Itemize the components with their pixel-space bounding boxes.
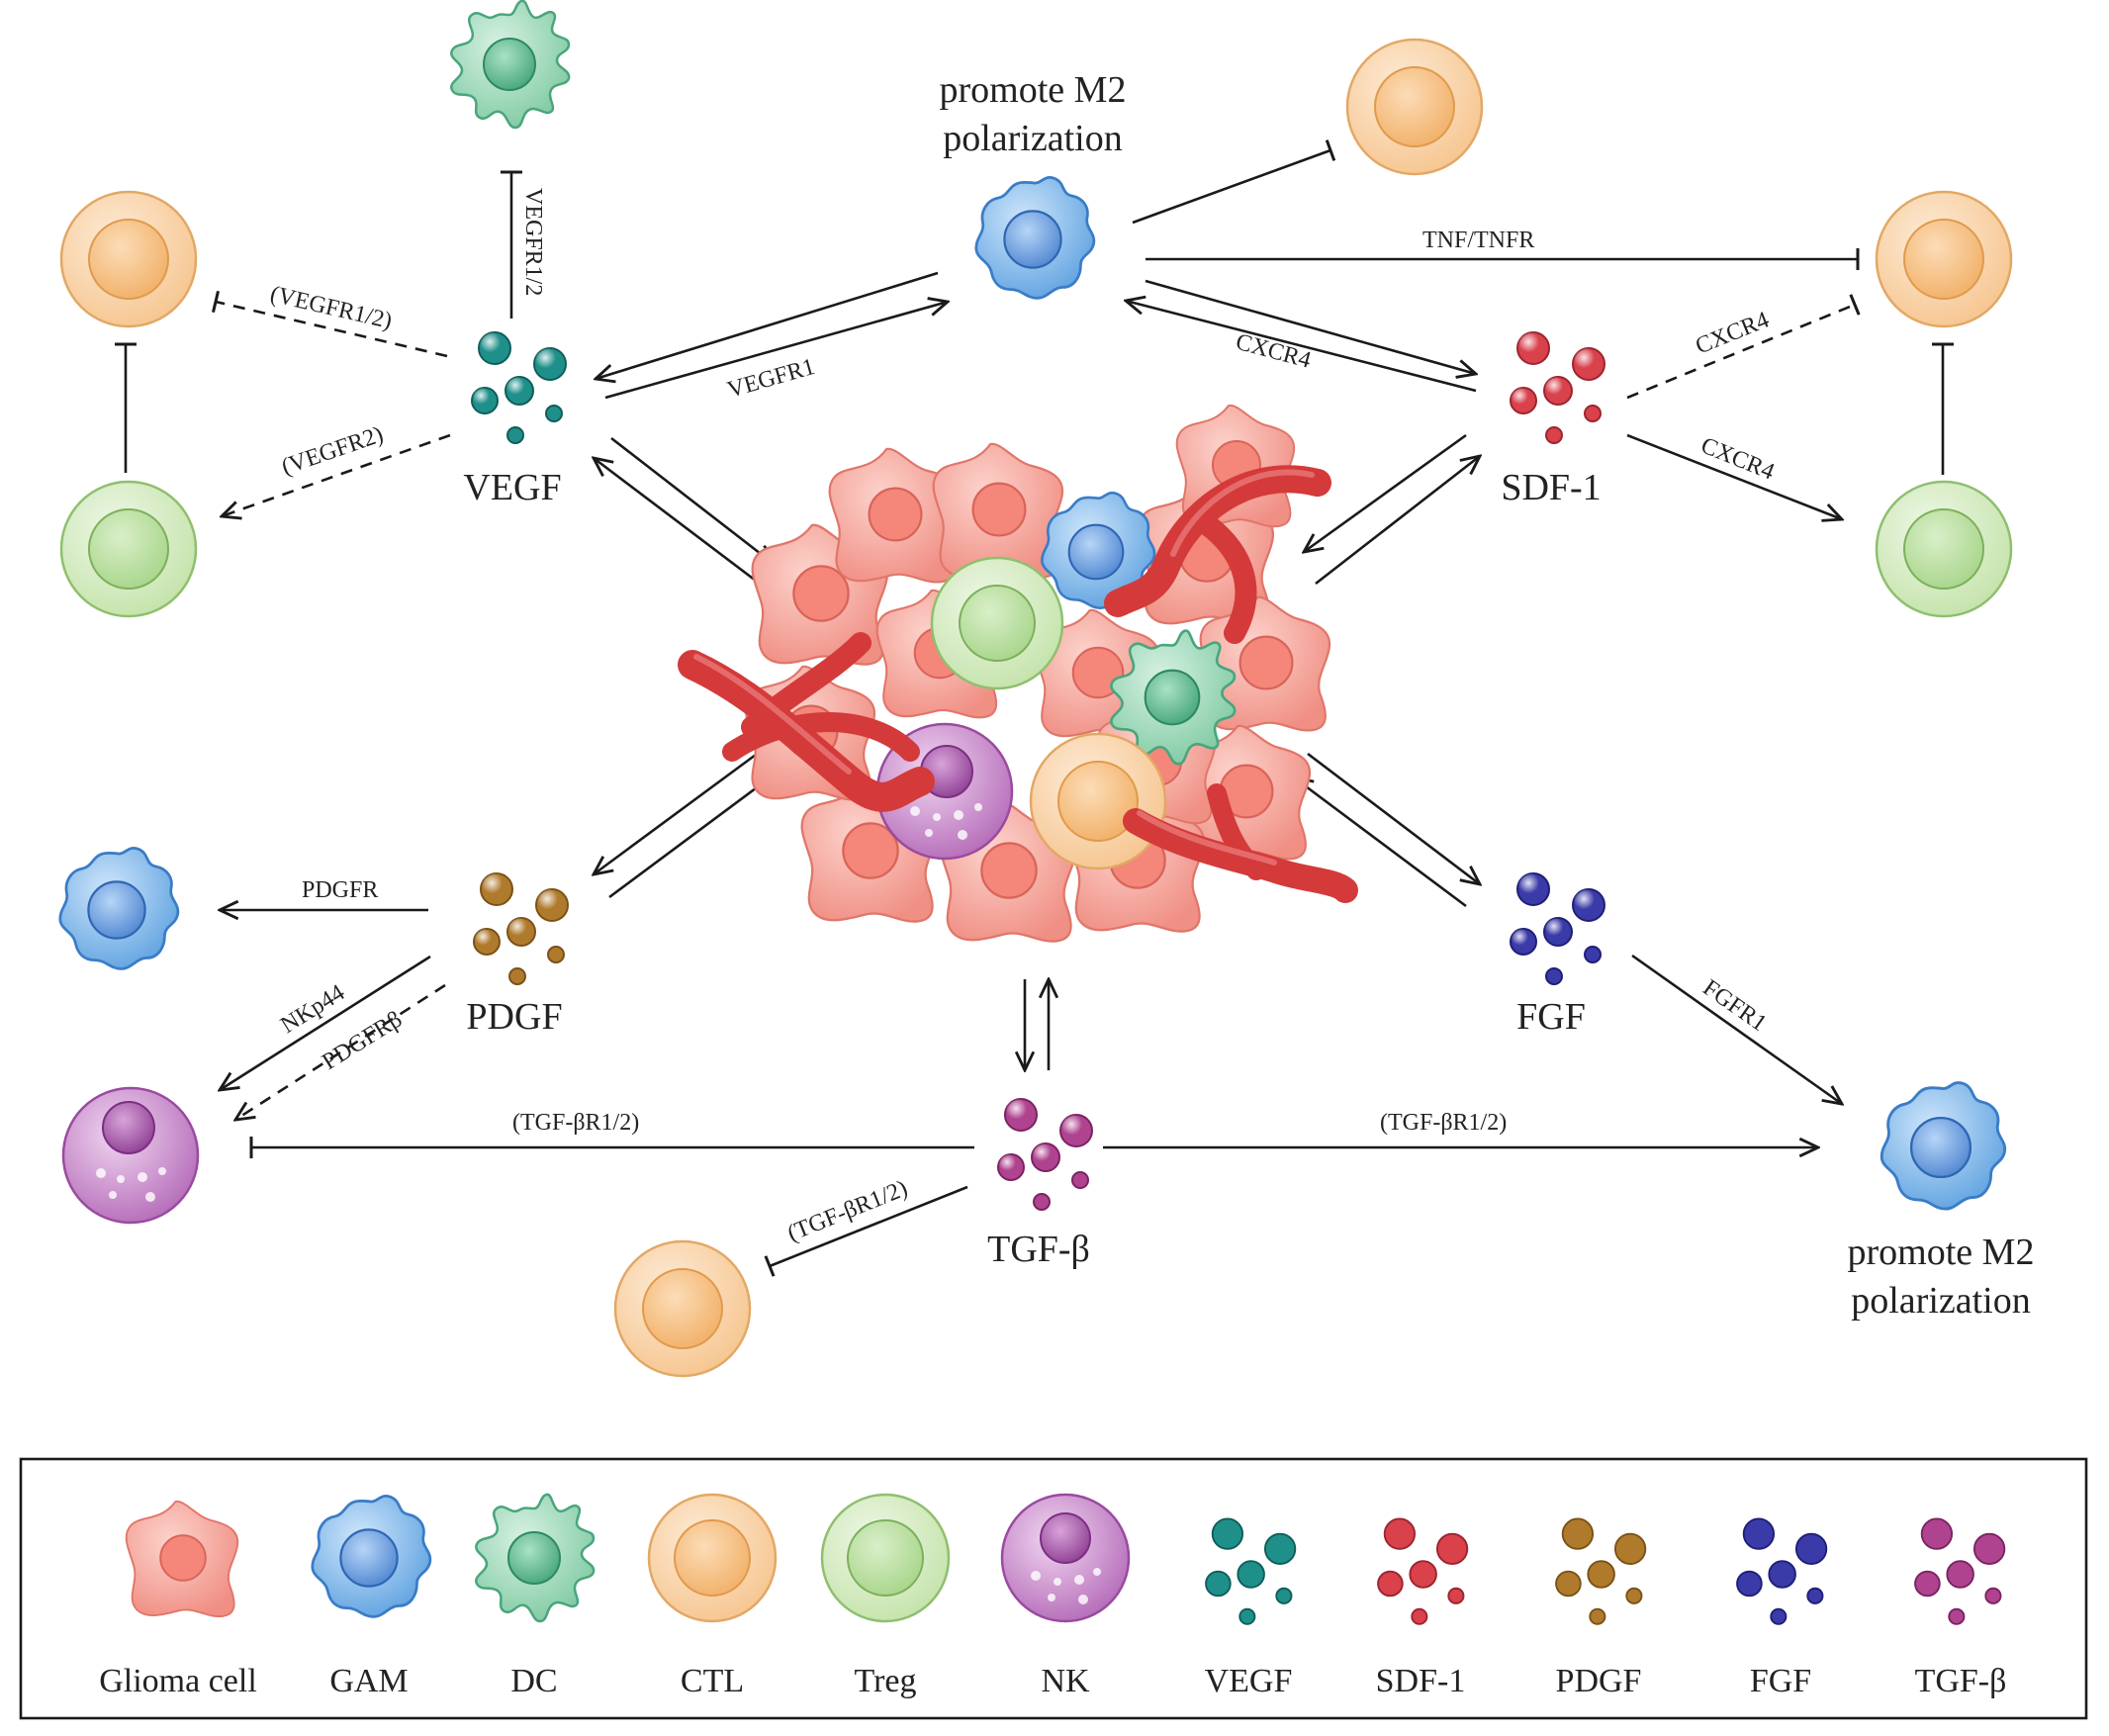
edge-label-vegfr12-ctl: (VEGFR1/2) [268,282,395,335]
tgfb-dots-icon [1914,1517,2006,1625]
hub-label-pdgf: PDGF [466,996,562,1038]
hub-label-vegf: VEGF [463,467,561,508]
legend-label: VEGF [1205,1663,1293,1699]
glioma-cell [1199,595,1331,732]
hub-label-tgfb: TGF-β [987,1229,1090,1270]
tumor-to-vegf-arrow-line [594,458,761,586]
sdf1-to-treg-arrow-line [1626,433,1842,519]
edge-label-tnf-tnfr: TNF/TNFR [1422,228,1534,253]
tumor-microenvironment [678,404,1358,943]
glioma-cell [828,447,961,584]
legend-label: PDGF [1556,1663,1642,1699]
glioma-cell [751,523,889,666]
legend-label: DC [510,1663,557,1699]
pdgf-dots [473,872,569,985]
note-top-m2-line1: promote M2 [940,69,1127,111]
glioma-cell [939,800,1077,943]
gam-cell-bottom-right [1880,1081,2007,1211]
treg-cell-right [1875,480,2013,618]
glioma-cell [932,442,1064,579]
pdgf-to-nk-nkp44-arrow-line [220,955,431,1090]
edge-label-cxcr4-ctl: CXCR4 [1693,307,1773,359]
edge-label-cxcr4-gam: CXCR4 [1233,329,1313,374]
dc-cell-top [450,0,571,130]
gam-cell-left [58,846,180,970]
edge-label-vegfr12-dc: VEGFR1/2 [520,188,546,296]
vegf-to-gam-arrow-line [604,302,948,400]
gam-to-ctl-inhibit-line-top [1132,139,1336,225]
gam-to-sdf1-arrow-line [1145,279,1476,374]
fgf-to-gam-arrow-line [1631,954,1842,1104]
edge-label-pdgfrb: PDGFRβ [318,1007,407,1076]
note-bottom-m2-line1: promote M2 [1848,1232,2035,1273]
edge-label-tgfbr-gam: (TGF-βR1/2) [1380,1110,1507,1136]
tumor-to-fgf-arrow-line [1307,752,1480,884]
hub-label-sdf1: SDF-1 [1501,467,1601,508]
gam-cell-icon [311,1494,432,1618]
treg-cell-in-tumor [930,556,1064,690]
note-top-m2-line2: polarization [943,118,1122,159]
legend-label: TGF-β [1915,1663,2007,1699]
legend-label: NK [1041,1663,1090,1699]
fgf-dots-icon [1736,1517,1828,1625]
glioma-cell-icon [125,1500,239,1618]
gam-to-vegf-arrow-line [596,271,939,379]
dc-cell-icon [475,1493,596,1623]
vegf-dots [471,331,567,444]
ctl-cell-icon [647,1493,778,1623]
tgfb-dots [997,1098,1093,1211]
nk-cell-icon [1000,1493,1131,1623]
ctl-cell-bottom [613,1239,752,1378]
ctl-cell-top-right [1345,38,1484,176]
legend-label: FGF [1750,1663,1811,1699]
legend-label: SDF-1 [1376,1663,1466,1699]
legend-label: Treg [855,1663,917,1699]
connectors [115,139,1954,1277]
sdf1-to-gam-arrow-line [1126,301,1477,393]
gam-cell-in-tumor [1041,491,1156,610]
legend-label: CTL [681,1663,744,1699]
edge-label-vegfr2-treg: (VEGFR2) [278,421,386,480]
dc-cell-in-tumor [1110,629,1237,766]
pdgf-to-tumor-arrow-line [608,774,776,899]
vegf-dots-icon [1205,1517,1297,1625]
pdgf-dots-icon [1555,1517,1647,1625]
sdf1-dots-icon [1377,1517,1469,1625]
glioma-cell [800,780,939,923]
edge-label-tgfbr-nk: (TGF-βR1/2) [512,1110,639,1136]
legend-label: GAM [329,1663,408,1699]
sdf1-to-tumor-arrow-line [1304,433,1467,552]
sdf1-dots [1510,331,1605,444]
legend-label: Glioma cell [99,1663,257,1699]
vegf-to-tumor-arrow-line [610,436,774,564]
tumor-to-sdf1-arrow-line [1315,456,1480,586]
vegf-to-ctl-inhibit-line [212,290,448,358]
fgf-dots [1510,872,1605,985]
tgfb-to-ctl-inhibit-line [764,1185,968,1277]
hub-label-fgf: FGF [1516,996,1586,1038]
note-bottom-m2-line2: polarization [1851,1280,2030,1322]
ctl-cell-in-tumor [1029,732,1167,870]
nk-cell-left [61,1086,200,1225]
tumor-to-pdgf-arrow-line [594,750,761,874]
treg-cell-left [59,480,198,618]
ctl-cell-top-left [59,190,198,328]
fgf-to-tumor-arrow-line [1294,777,1467,908]
treg-cell-icon [820,1493,951,1623]
legend: Glioma cell GAM DC CTL Treg NK VEGF SDF-… [19,1457,2088,1720]
ctl-cell-right [1875,190,2013,328]
gam-cell-top [974,175,1096,300]
edge-label-pdgfr-gam: PDGFR [302,877,378,903]
